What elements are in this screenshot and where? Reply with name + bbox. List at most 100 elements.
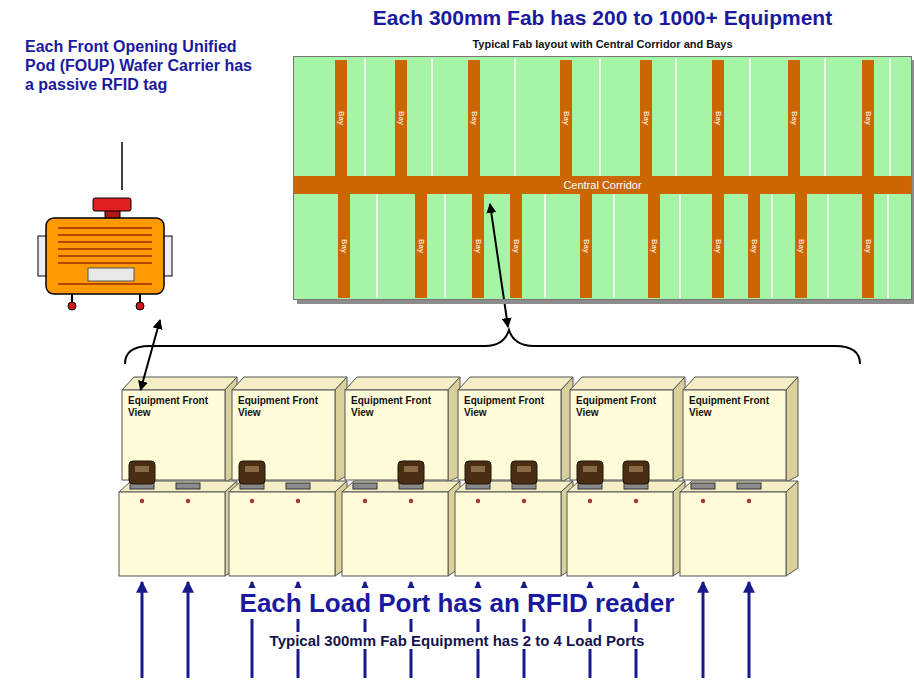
rfid-reader-dot	[634, 499, 638, 503]
equipment-label: Equipment Front View	[345, 390, 448, 418]
cabinet-top	[232, 377, 347, 390]
connector-arrow	[141, 320, 160, 390]
bay-strip: Bay	[748, 194, 760, 298]
equipment-box: Equipment Front View	[683, 390, 786, 462]
loadport-side	[786, 481, 798, 576]
cabinet-front	[683, 390, 786, 480]
zoom-arrow	[490, 204, 508, 327]
central-corridor: Central Corridor	[294, 176, 911, 194]
bay-label: Bay	[474, 239, 483, 253]
bay-label: Bay	[562, 111, 571, 125]
bay-strip: Bay	[335, 60, 347, 176]
foup-foot	[68, 302, 76, 310]
equipment-unit	[119, 377, 237, 576]
bay-strip: Bay	[338, 194, 350, 298]
bay-strip: Bay	[712, 194, 724, 298]
equipment-unit	[680, 377, 798, 576]
loadport-base	[119, 492, 225, 576]
bay-strip: Bay	[580, 194, 592, 298]
bay-strip: Bay	[640, 60, 652, 176]
rfid-reader-dot	[476, 499, 480, 503]
bay-label: Bay	[797, 239, 806, 253]
load-port	[691, 483, 715, 489]
foup-latch	[88, 268, 134, 281]
foup-foot	[136, 302, 144, 310]
cabinet-side	[786, 377, 798, 482]
bay-strip: Bay	[472, 194, 484, 298]
equipment-label: Equipment Front View	[122, 390, 225, 418]
equipment-unit	[455, 377, 573, 576]
bay-strip: Bay	[712, 60, 724, 176]
fab-layout: Central CorridorBayBayBayBayBayBayBayBay…	[293, 56, 912, 300]
cabinet-top	[122, 377, 237, 390]
load-port	[353, 483, 377, 489]
layout-subtitle: Typical Fab layout with Central Corridor…	[294, 38, 911, 50]
reader-arrow	[141, 582, 144, 678]
bay-label: Bay	[417, 239, 426, 253]
bay-strip: Bay	[862, 60, 874, 176]
loadport-base	[680, 492, 786, 576]
foup-window	[471, 466, 485, 472]
foup-on-port	[239, 461, 265, 484]
foup-on-port	[398, 461, 424, 484]
foup-on-port	[465, 461, 491, 484]
cabinet-front	[345, 390, 448, 480]
bay-strip: Bay	[395, 60, 407, 176]
cabinet-top	[458, 377, 573, 390]
leader-line	[121, 142, 123, 190]
foup-on-port	[623, 461, 649, 484]
bay-label: Bay	[650, 239, 659, 253]
bay-label: Bay	[864, 239, 873, 253]
bay-strip: Bay	[648, 194, 660, 298]
curly-bracket	[125, 330, 860, 364]
cabinet-front	[122, 390, 225, 480]
loadport-base	[455, 492, 561, 576]
load-port	[286, 483, 310, 489]
foup-window	[245, 466, 259, 472]
load-port	[176, 483, 200, 489]
bay-label: Bay	[750, 239, 759, 253]
equipment-label: Equipment Front View	[683, 390, 786, 418]
cabinet-top	[345, 377, 460, 390]
bay-label: Bay	[864, 111, 873, 125]
rfid-reader-dot	[250, 499, 254, 503]
foup-on-port	[511, 461, 537, 484]
bay-label: Bay	[397, 111, 406, 125]
bay-label: Bay	[582, 239, 591, 253]
diagram-title: Each 300mm Fab has 200 to 1000+ Equipmen…	[293, 6, 912, 30]
bay-strip: Bay	[795, 194, 807, 298]
rfid-reader-dot	[588, 499, 592, 503]
rfid-reader-dot	[186, 499, 190, 503]
foup-window	[517, 466, 531, 472]
bay-label: Bay	[340, 239, 349, 253]
equipment-label: Equipment Front View	[232, 390, 335, 418]
bay-label: Bay	[790, 111, 799, 125]
bay-label: Bay	[512, 239, 521, 253]
cabinet-front	[458, 390, 561, 480]
callout-text: Each Front Opening Unified Pod (FOUP) Wa…	[25, 38, 255, 95]
rfid-reader-dot	[296, 499, 300, 503]
load-port	[737, 483, 761, 489]
foup-window	[583, 466, 597, 472]
fab-floor	[293, 56, 912, 300]
bay-strip: Bay	[415, 194, 427, 298]
equipment-unit	[229, 377, 347, 576]
loadport-base	[342, 492, 448, 576]
rfid-reader-dot	[522, 499, 526, 503]
bay-label: Bay	[337, 111, 346, 125]
equipment-box: Equipment Front View	[458, 390, 561, 462]
equipment-box: Equipment Front View	[345, 390, 448, 462]
rfid-reader-dot	[409, 499, 413, 503]
reader-arrow	[702, 582, 705, 678]
bay-label: Bay	[642, 111, 651, 125]
cabinet-top	[683, 377, 798, 390]
cabinet-front	[232, 390, 335, 480]
foup-callout: Each Front Opening Unified Pod (FOUP) Wa…	[25, 38, 275, 320]
equipment-box: Equipment Front View	[232, 390, 335, 462]
equipment-box: Equipment Front View	[570, 390, 673, 462]
loadport-base	[229, 492, 335, 576]
corridor-label: Central Corridor	[294, 176, 911, 194]
